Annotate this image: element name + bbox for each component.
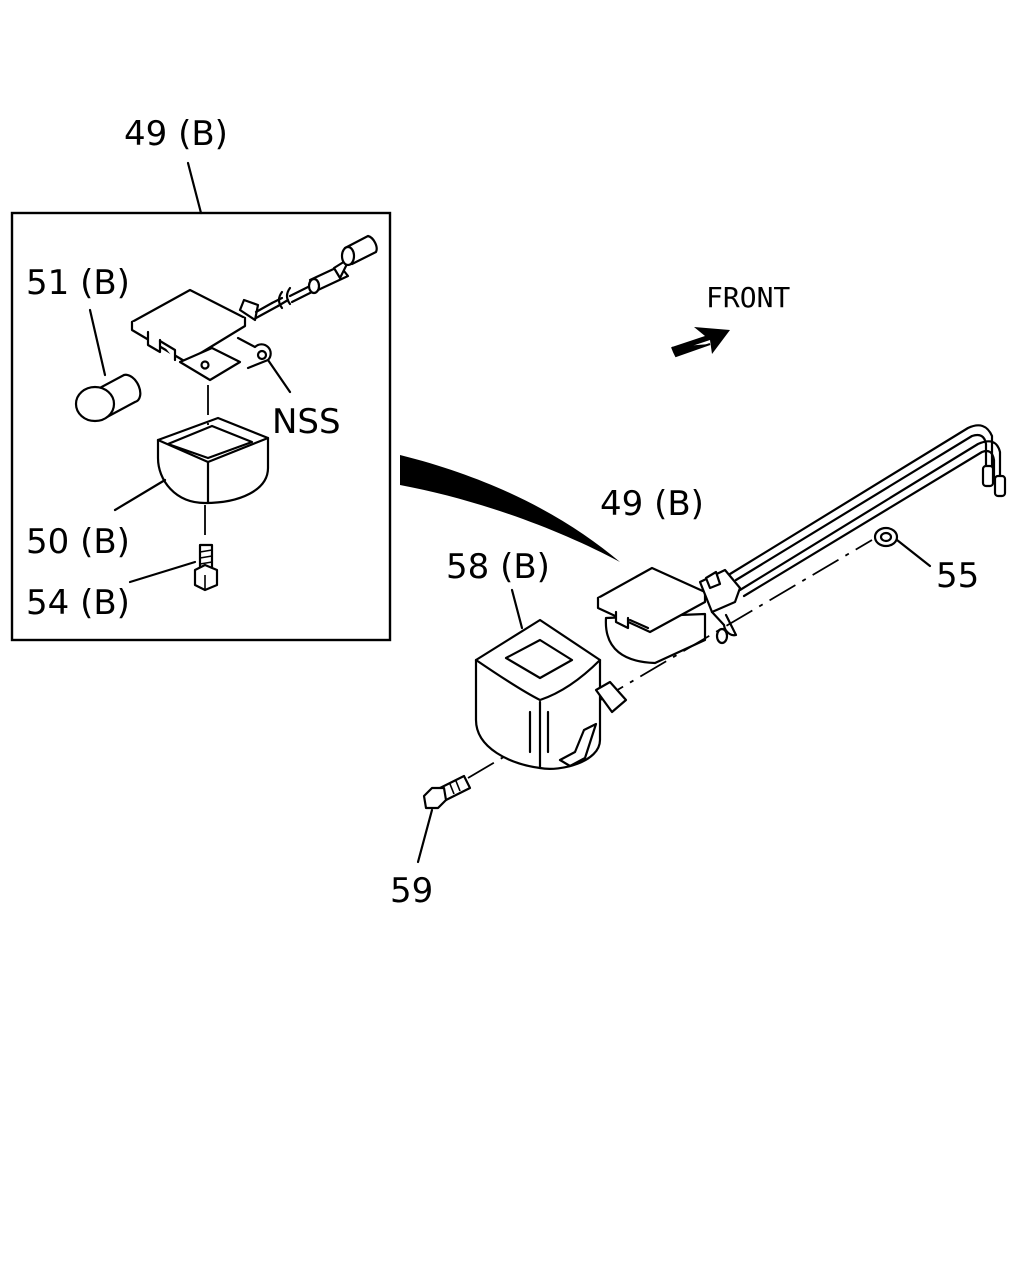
front-direction-arrow	[671, 327, 730, 358]
socket-assembly	[130, 234, 378, 382]
front-label: FRONT	[706, 281, 790, 314]
callout-49b-top: 49 (B)	[124, 114, 228, 154]
callout-leader-51b	[88, 308, 107, 377]
callout-leader-59	[416, 808, 434, 864]
callout-leader-58b	[510, 588, 524, 630]
callout-55: 55	[936, 556, 979, 596]
callout-nss: NSS	[272, 402, 341, 442]
bulb-part	[74, 373, 142, 423]
cover-part	[474, 618, 628, 770]
lamp-assembly	[596, 424, 1007, 665]
callout-leader-55	[895, 538, 932, 568]
callout-51b: 51 (B)	[26, 263, 130, 303]
nut-part	[873, 526, 899, 548]
callout-49b-main: 49 (B)	[600, 484, 704, 524]
callout-58b: 58 (B)	[446, 547, 550, 587]
callout-leader-nss	[266, 358, 292, 394]
callout-59: 59	[390, 871, 433, 911]
callout-leader-54b	[128, 560, 197, 584]
callout-50b: 50 (B)	[26, 522, 130, 562]
bolt-part	[422, 774, 472, 810]
lens-part	[156, 416, 270, 505]
screw-part-54b	[193, 543, 219, 592]
callout-leader-49b-top	[186, 161, 203, 215]
detail-pointer-arrow	[400, 455, 620, 562]
callout-leader-50b	[113, 478, 167, 512]
callout-54b: 54 (B)	[26, 583, 130, 623]
